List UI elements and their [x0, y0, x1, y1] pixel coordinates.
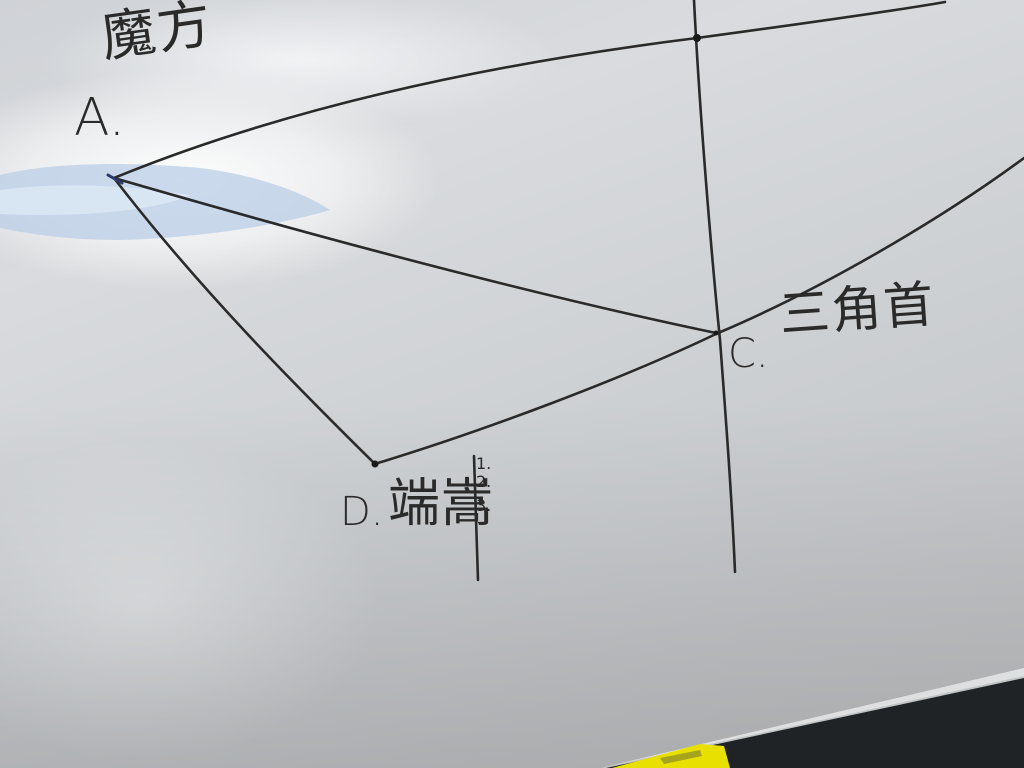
point-a-mark: [106, 173, 124, 185]
line-a-d: [112, 176, 377, 466]
point-d-sub-3: 3.: [476, 496, 492, 515]
intersection-dot: [693, 34, 701, 42]
point-d-name: 端嵩: [388, 474, 495, 534]
line-d-divider: [472, 454, 480, 582]
point-c-name: 三角首: [777, 275, 938, 344]
point-d-letter: D.: [340, 489, 384, 535]
light-glare-top: [40, 0, 560, 130]
drawn-lines: [112, 0, 1024, 582]
point-a-letter: A.: [74, 88, 126, 148]
point-c-dot: [713, 330, 719, 336]
point-d-sub-2: 2.: [476, 472, 492, 491]
line-c-right: [716, 156, 1024, 335]
board-shade: [0, 400, 1024, 768]
point-c-letter: C.: [728, 331, 769, 377]
point-d-sub-1: 1.: [476, 454, 492, 473]
line-vertical: [692, 0, 737, 574]
marker-print: [660, 750, 702, 764]
window-reflection-highlight: [0, 185, 190, 216]
board-edge: [600, 668, 1024, 768]
line-a-top-right: [112, 0, 947, 180]
line-a-c: [112, 176, 718, 335]
point-d-dot: [371, 460, 379, 468]
point-a-name: 魔方: [97, 0, 217, 70]
line-d-c: [376, 331, 720, 465]
